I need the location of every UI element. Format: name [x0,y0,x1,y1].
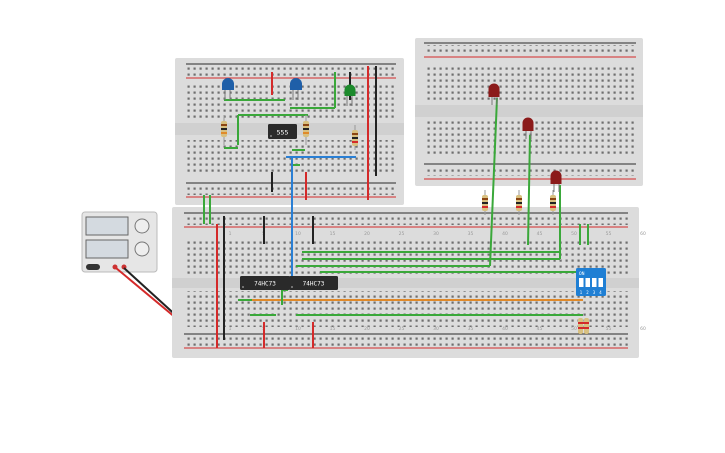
led-red [522,117,534,139]
breadboard-top-right [415,38,643,186]
resistors [221,115,589,334]
column-number: 50 [571,231,577,237]
dip-toggle[interactable] [592,278,597,287]
column-number: 55 [606,326,612,332]
svg-text:74HC73: 74HC73 [254,281,276,288]
dip-switch[interactable]: ON 1 2 3 4 [576,268,606,296]
svg-text:1: 1 [580,290,583,295]
svg-text:ON: ON [579,271,585,277]
column-number: 50 [571,326,577,332]
resistor [303,115,309,145]
resistor [550,190,556,215]
resistor [221,115,227,145]
column-number: 20 [364,231,370,237]
led-red [488,83,500,105]
column-number: 40 [502,326,508,332]
column-number: 10 [295,326,301,332]
dip-toggle[interactable] [585,278,591,287]
svg-text:2: 2 [586,290,589,295]
column-number: 45 [537,326,543,332]
led-red [550,170,562,192]
svg-text:3: 3 [593,290,596,295]
power-supply-knob-top[interactable] [134,218,150,234]
column-number: 15 [330,326,336,332]
column-number: 1 [229,326,232,332]
column-number: 10 [295,231,301,237]
leds [222,78,562,192]
led-green [344,84,356,106]
column-number: 20 [364,326,370,332]
column-number: 15 [330,231,336,237]
led-blue [222,78,234,100]
wires-leds [489,97,561,267]
column-number: 40 [502,231,508,237]
power-switch[interactable] [86,264,100,270]
chip-74hc73-b: 74HC73 [289,276,338,290]
column-number: 45 [537,231,543,237]
power-supply-knob-bottom[interactable] [134,241,150,257]
column-number: 30 [433,231,439,237]
power-supply-display-bottom [85,239,129,259]
column-number: 30 [433,326,439,332]
chip-74hc73-a: 74HC73 [240,276,290,290]
resistor-array [578,318,589,334]
column-number: 60 [640,326,646,332]
column-number: 35 [468,326,474,332]
dip-toggle[interactable] [579,278,584,287]
column-number: 60 [640,231,646,237]
board-column-numbers: 1 1 55 10 10 15 15 20 20 25 25 30 30 35 35 40 40 45 45 50 50… [229,231,646,332]
svg-text:74HC73: 74HC73 [303,281,325,288]
resistor [352,125,358,150]
power-supply-display-top [85,216,129,236]
svg-text:4: 4 [599,290,602,295]
column-number: 35 [468,231,474,237]
resistor [482,190,488,215]
column-number: 25 [399,326,405,332]
svg-text:555: 555 [277,129,289,137]
led-blue [290,78,302,100]
breadboard-main [172,207,639,358]
column-number: 25 [399,231,405,237]
column-number: 55 [606,231,612,237]
resistor [516,190,522,215]
wires-main [216,216,589,348]
chip-555: 555 [268,124,297,139]
dip-toggle[interactable] [598,278,604,287]
column-number: 1 [229,231,232,237]
power-supply[interactable] [81,211,158,273]
